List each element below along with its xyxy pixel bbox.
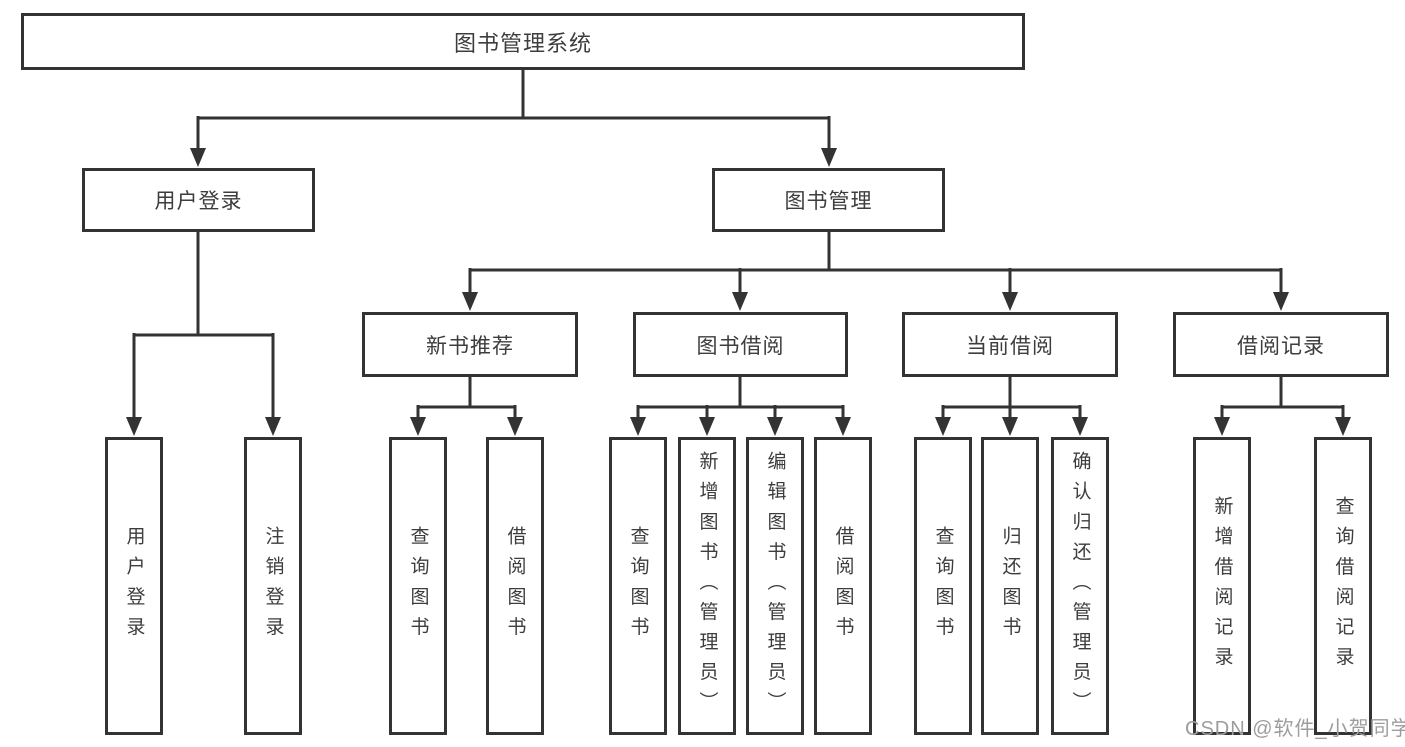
node-label: 借阅图书 — [504, 525, 526, 647]
node-leaf-logout: 注销登录 — [244, 437, 302, 735]
node-label: 注销登录 — [262, 525, 284, 647]
node-leaf-confirm-return-admin: 确认归还（管理员） — [1051, 437, 1109, 735]
node-leaf-add-book-admin: 新增图书（管理员） — [678, 437, 736, 735]
node-label: 查询图书 — [627, 525, 649, 647]
node-leaf-query-books-current: 查询图书 — [914, 437, 972, 735]
node-borrow-records: 借阅记录 — [1173, 312, 1389, 377]
node-label: 用户登录 — [154, 190, 243, 213]
node-label: 归还图书 — [999, 525, 1021, 647]
node-label: 用户登录 — [123, 525, 145, 647]
node-leaf-edit-book-admin: 编辑图书（管理员） — [746, 437, 804, 735]
node-leaf-query-books-recommend: 查询图书 — [389, 437, 447, 735]
node-label: 新增图书（管理员） — [696, 450, 718, 722]
node-label: 查询图书 — [932, 525, 954, 647]
node-user-login: 用户登录 — [82, 168, 315, 232]
node-label: 借阅记录 — [1237, 334, 1325, 358]
node-label: 确认归还（管理员） — [1069, 450, 1091, 722]
node-label: 查询借阅记录 — [1332, 495, 1354, 677]
node-book-borrow: 图书借阅 — [633, 312, 848, 377]
node-leaf-query-books-borrow: 查询图书 — [609, 437, 667, 735]
node-leaf-borrow-books: 借阅图书 — [814, 437, 872, 735]
node-leaf-user-login: 用户登录 — [105, 437, 163, 735]
node-current-borrow: 当前借阅 — [902, 312, 1118, 377]
node-label: 借阅图书 — [832, 525, 854, 647]
node-leaf-query-borrow-record: 查询借阅记录 — [1314, 437, 1372, 735]
watermark: CSDN @软件_小贺同学 — [1185, 718, 1405, 740]
node-new-book-recommend: 新书推荐 — [362, 312, 578, 377]
node-leaf-borrow-books-recommend: 借阅图书 — [486, 437, 544, 735]
node-label: 查询图书 — [407, 525, 429, 647]
node-label: 当前借阅 — [966, 334, 1054, 358]
node-label: 新增借阅记录 — [1211, 495, 1233, 677]
node-label: 新书推荐 — [426, 334, 514, 358]
node-leaf-add-borrow-record: 新增借阅记录 — [1193, 437, 1251, 735]
node-label: 图书管理 — [784, 190, 873, 213]
node-label: 图书管理系统 — [453, 30, 592, 56]
node-library-management-system: 图书管理系统 — [21, 13, 1025, 70]
node-leaf-return-books: 归还图书 — [981, 437, 1039, 735]
node-label: 图书借阅 — [696, 334, 785, 358]
node-label: 编辑图书（管理员） — [764, 450, 786, 722]
node-book-management: 图书管理 — [712, 168, 945, 232]
